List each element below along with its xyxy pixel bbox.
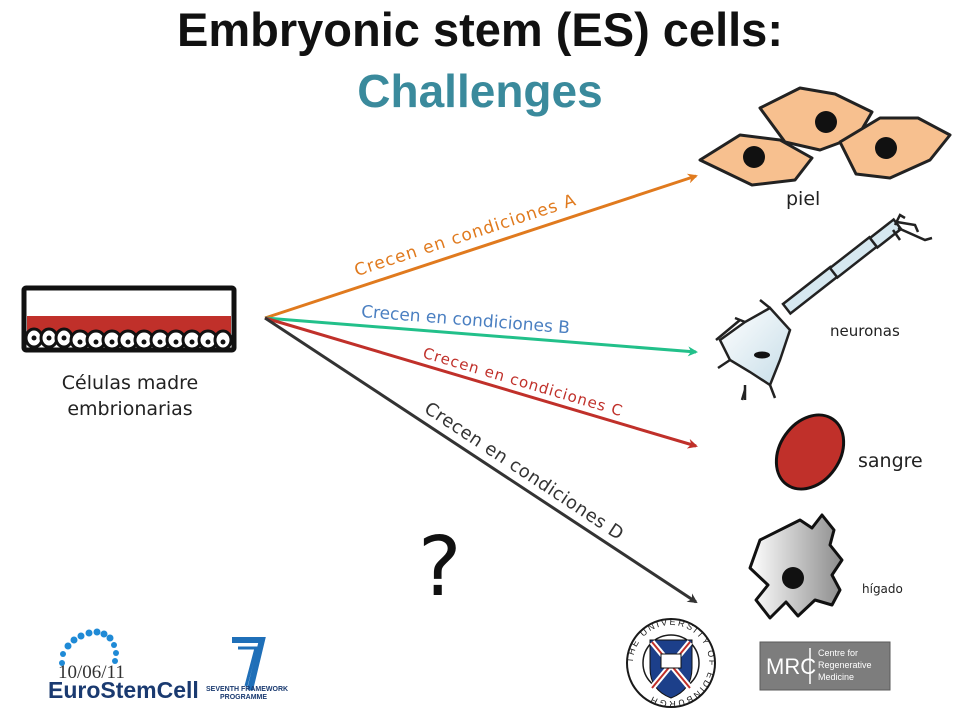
- skin-label: piel: [786, 188, 821, 210]
- mrc-text: MRC: [766, 654, 816, 679]
- mrc-sub-1: Centre for: [818, 648, 858, 658]
- mrc-sub-3: Medicine: [818, 672, 854, 682]
- blood-cell-icon: [774, 413, 846, 491]
- title-line2: Challenges: [357, 65, 603, 117]
- arrow-condition-b: [264, 316, 698, 357]
- es-cells-label-line1: Células madre: [61, 372, 199, 394]
- mrc-sub-2: Regenerative: [818, 660, 872, 670]
- es-cells-label-line2: embrionarias: [67, 398, 193, 420]
- arrow-condition-c: [264, 316, 698, 449]
- fp7-text-1: SEVENTH FRAMEWORK: [206, 686, 288, 693]
- eurostemcell-text: EuroStemCell: [48, 677, 199, 703]
- skin-cells-icon: [698, 86, 952, 187]
- neurons-label: neuronas: [830, 322, 900, 340]
- liver-label: hígado: [862, 582, 903, 596]
- neuron-icon: [715, 213, 933, 401]
- arrow-condition-a: [264, 173, 698, 320]
- fp7-text-2: PROGRAMME: [220, 694, 267, 701]
- arrow-condition-d: [264, 316, 698, 604]
- es-cells-label: Células madre embrionarias: [20, 370, 240, 422]
- fp7-logo: SEVENTH FRAMEWORK PROGRAMME: [206, 637, 288, 701]
- es-cell-dish: [21, 285, 237, 353]
- liver-cell-icon: [748, 513, 844, 620]
- edinburgh-crest-logo: THE UNIVERSITY OF EDINBURGH: [625, 617, 716, 709]
- skin-cell-nuclei: [743, 111, 897, 168]
- mrc-logo: MRC Centre for Regenerative Medicine: [759, 641, 891, 691]
- blood-label: sangre: [858, 450, 923, 472]
- title-line1: Embryonic stem (ES) cells:: [177, 3, 783, 56]
- question-mark: ?: [418, 520, 462, 615]
- eurostemcell-logo: EuroStemCell: [48, 628, 199, 703]
- date-label: 10/06/11: [58, 662, 125, 683]
